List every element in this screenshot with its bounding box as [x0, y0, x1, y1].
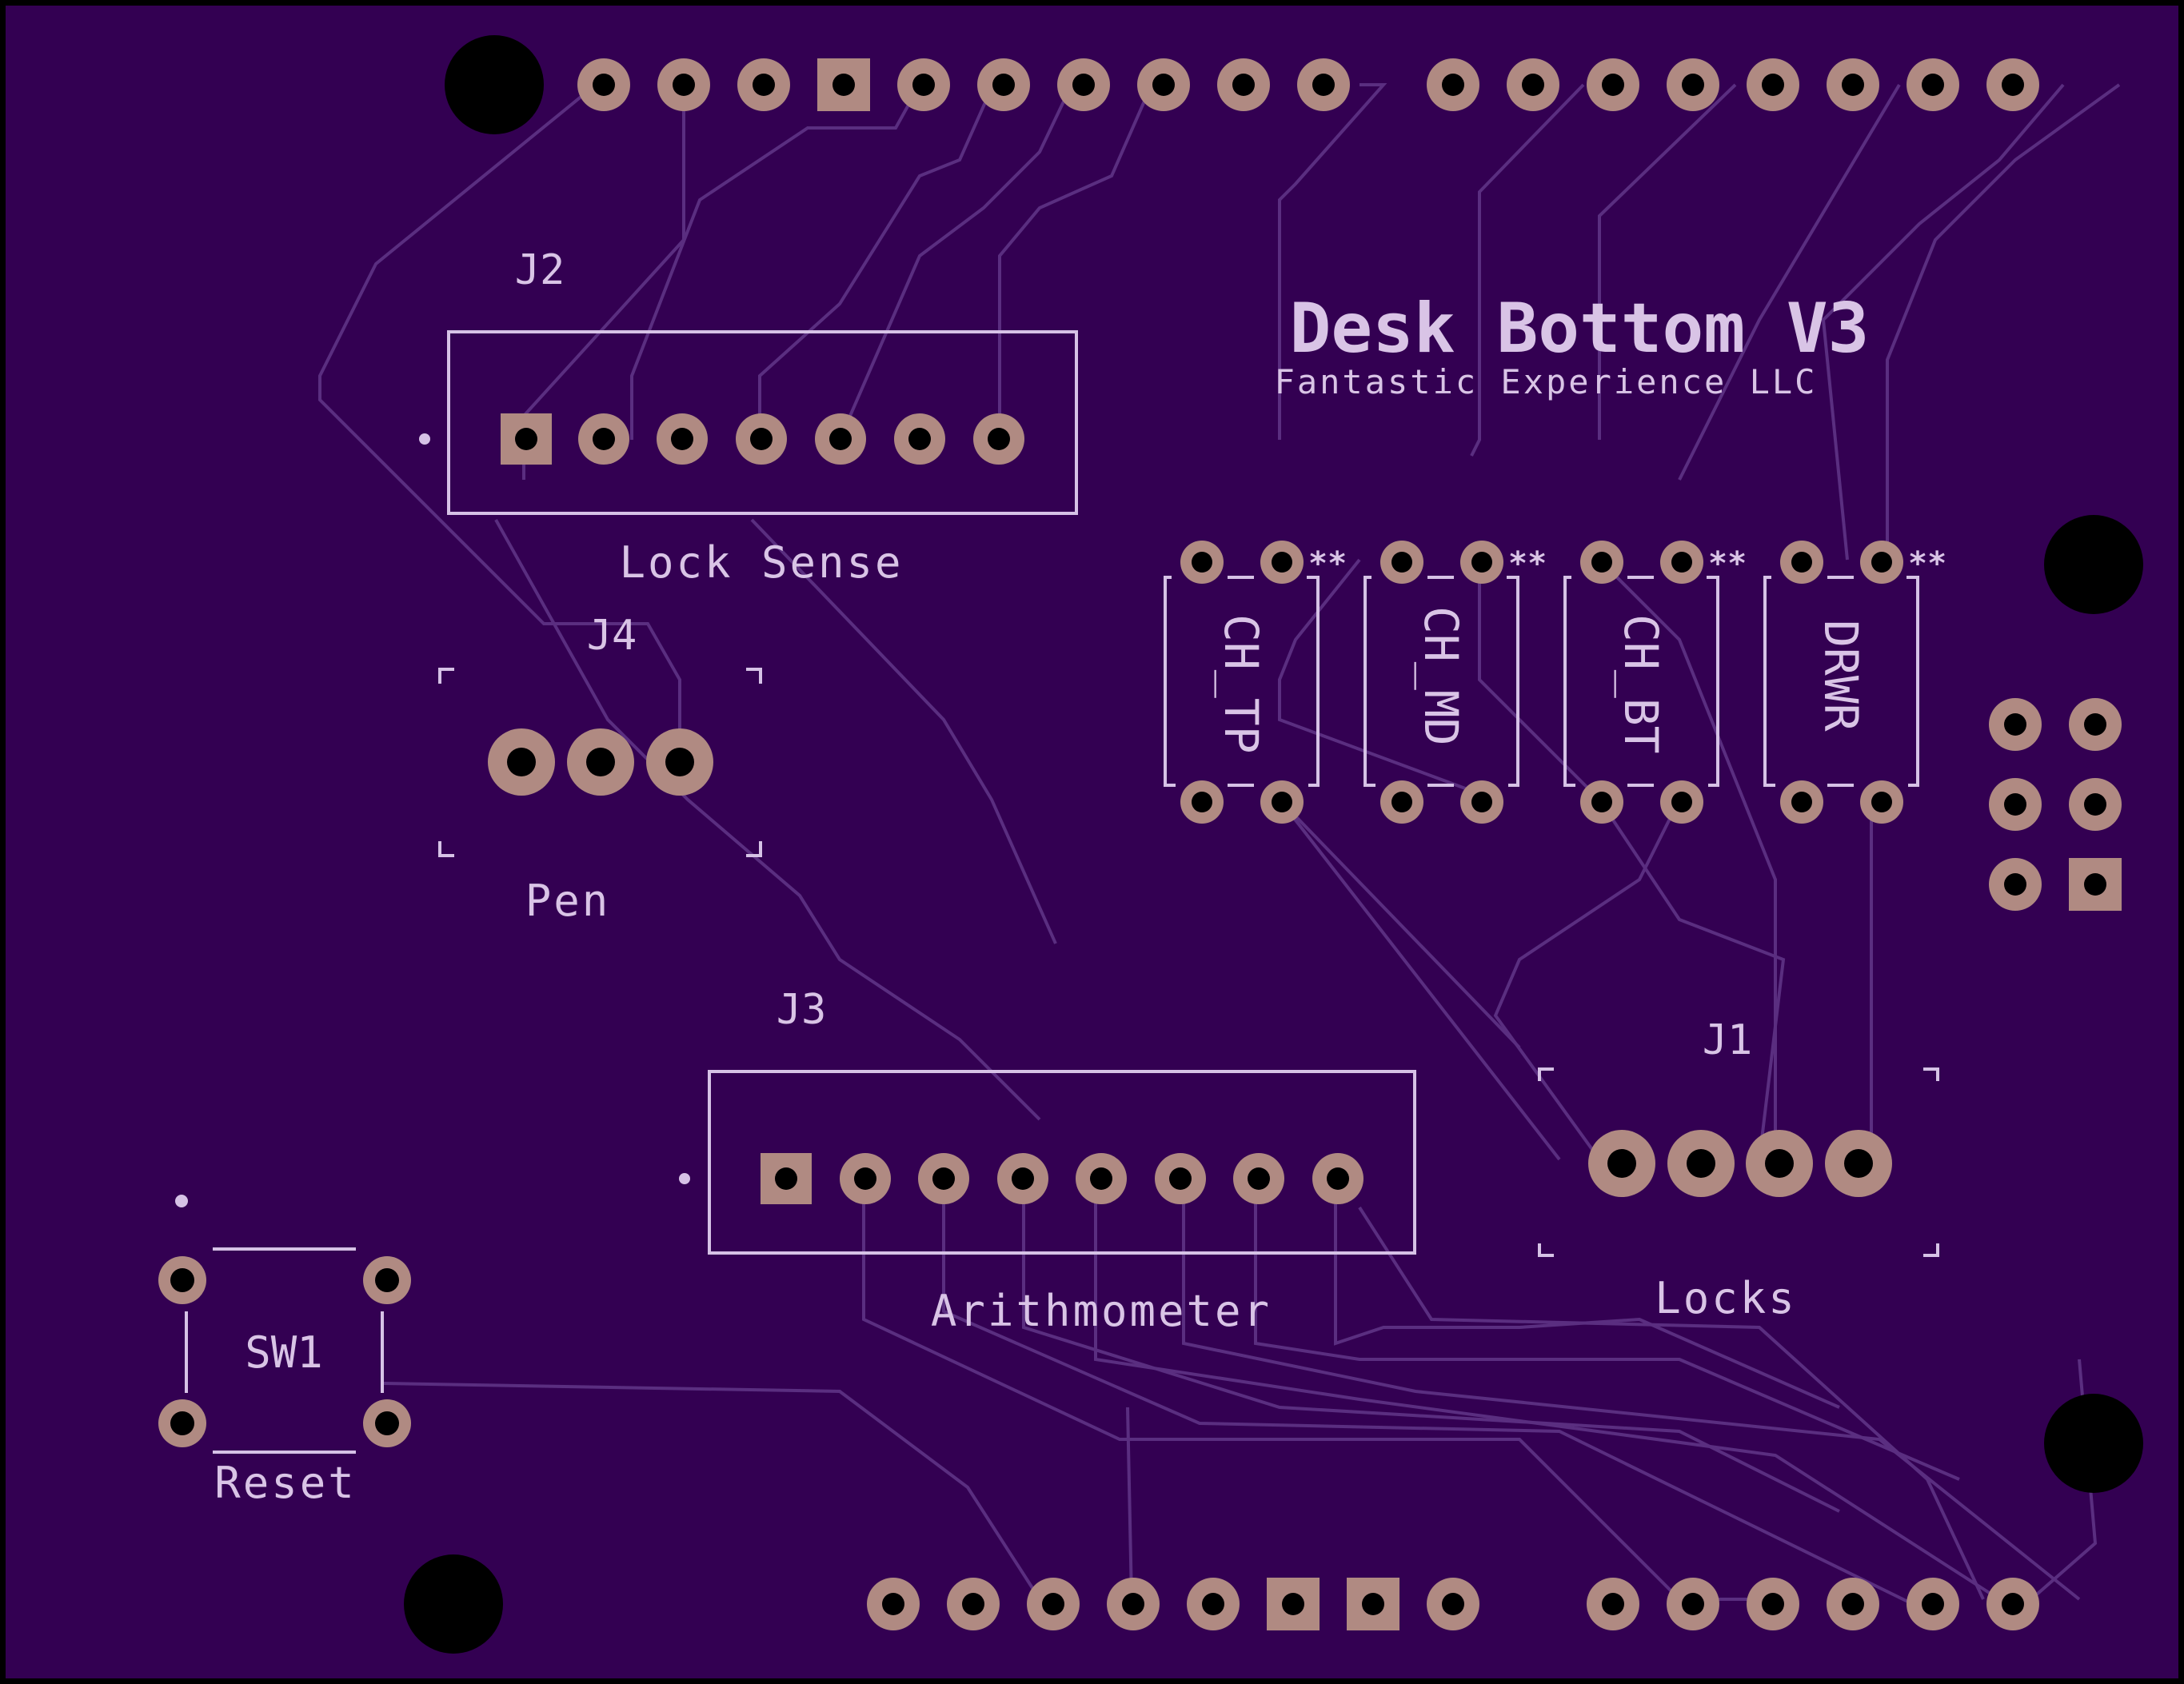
mounting-hole: [2044, 515, 2143, 614]
connector-j2: J2 Lock Sense: [419, 246, 1078, 588]
relay-label: CH_TP: [1214, 614, 1268, 754]
relay-label: CH_BT: [1614, 614, 1668, 754]
copper-traces: [318, 83, 2121, 1609]
j2-pin1-dot: [419, 433, 430, 445]
relay-label: DRWR: [1814, 620, 1868, 732]
j1-ref: J1: [1703, 1016, 1753, 1064]
relay-ch-bt: ** CH_BT: [1563, 541, 1747, 824]
relay-mark: **: [1908, 545, 1946, 582]
top-header-left: [577, 58, 1350, 111]
connector-j3: J3 Arithmometer: [679, 986, 1416, 1336]
bottom-header-right: [1587, 1578, 2039, 1630]
j1-value: Locks: [1655, 1273, 1797, 1323]
board-company: Fantastic Experience LLC: [1275, 362, 1818, 401]
relay-bank: ** CH_TP ** CH_MD: [1164, 541, 1946, 824]
j4-ref: J4: [587, 612, 637, 660]
board-title: Desk Bottom V3: [1290, 289, 1870, 369]
j3-ref: J3: [777, 986, 827, 1034]
j3-outline: [708, 1070, 1416, 1255]
j3-value: Arithmometer: [931, 1286, 1272, 1336]
relay-ch-md: ** CH_MD: [1364, 541, 1547, 824]
j2-ref: J2: [515, 246, 565, 294]
connector-j1: J1 Locks: [1538, 1016, 1939, 1323]
relay-mark: **: [1708, 545, 1747, 582]
icsp-header: [1989, 698, 2122, 911]
mounting-hole: [2044, 1394, 2143, 1493]
relay-mark: **: [1508, 545, 1547, 582]
bottom-header-left: [867, 1578, 1479, 1630]
switch-sw1: SW1 Reset: [158, 1195, 411, 1508]
mounting-holes: [404, 35, 2143, 1654]
connector-j4: J4 Pen: [438, 612, 762, 926]
sw1-ref: SW1: [245, 1327, 323, 1378]
j2-value: Lock Sense: [619, 537, 903, 588]
sw1-value: Reset: [214, 1458, 357, 1508]
mounting-hole: [445, 35, 544, 134]
top-header-right: [1427, 58, 2039, 111]
mounting-hole: [404, 1554, 503, 1654]
relay-mark: **: [1308, 545, 1347, 582]
j3-pin1-dot: [679, 1173, 690, 1184]
relay-label: CH_MD: [1414, 606, 1468, 746]
j2-outline: [447, 330, 1078, 515]
sw1-pin1-dot: [175, 1195, 188, 1207]
relay-drwr: ** DRWR: [1763, 541, 1946, 824]
j4-value: Pen: [525, 876, 611, 926]
relay-ch-tp: ** CH_TP: [1164, 541, 1347, 824]
